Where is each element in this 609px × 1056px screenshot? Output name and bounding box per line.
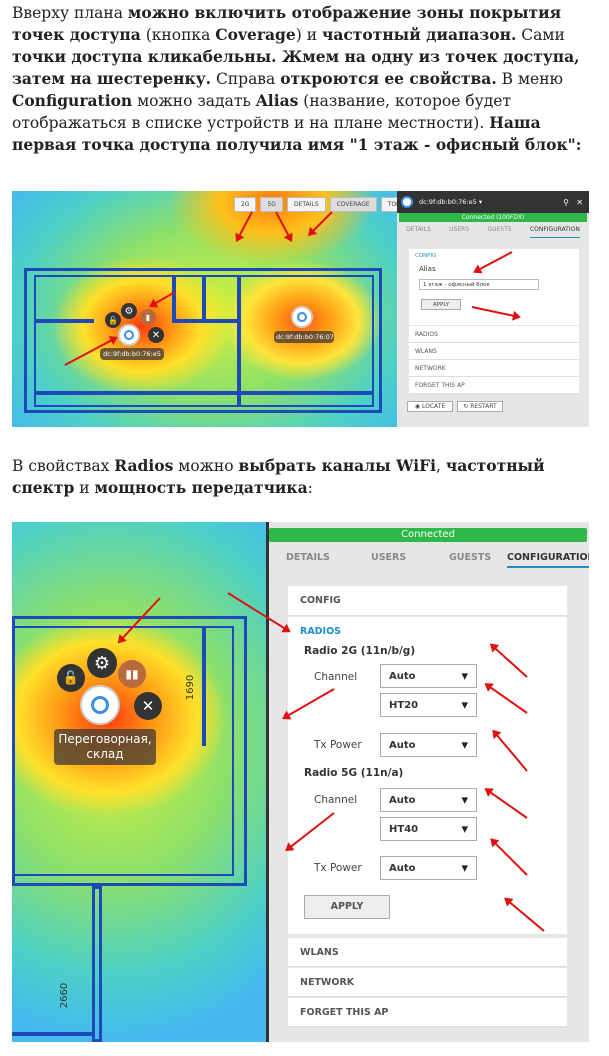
screenshot-radios: 1690 2660 🔓 ⚙ ▮▮ ✕ Переговорная, склад C…: [12, 522, 589, 1042]
ap-label: Переговорная, склад: [54, 729, 156, 765]
device-name[interactable]: dc:9f:db:b0:76:e5 ▾: [419, 198, 483, 206]
tx-2g-select[interactable]: Auto: [380, 733, 477, 757]
tab-configuration[interactable]: CONFIGURATION: [507, 552, 589, 568]
dimension-label: 2660: [59, 982, 71, 1009]
tab-guests[interactable]: GUESTS: [487, 226, 512, 233]
coverage-heatmap: 1690 2660: [12, 522, 266, 1042]
access-point-icon[interactable]: [118, 324, 140, 346]
signal-icon[interactable]: ▮: [140, 309, 156, 325]
ht-5g-select[interactable]: HT40: [380, 817, 477, 841]
tab-details[interactable]: DETAILS: [406, 226, 431, 233]
radio-5g-title: Radio 5G (11n/a): [304, 767, 404, 779]
pin-icon[interactable]: ⚲: [563, 197, 569, 207]
settings-rows: RADIOS WLANS NETWORK FORGET THIS AP: [409, 326, 579, 394]
locate-label: LOCATE: [422, 403, 446, 410]
close-icon[interactable]: ✕: [134, 692, 162, 720]
wall-segment: [202, 275, 206, 320]
ap-properties-panel: Connected DETAILS USERS GUESTS CONFIGURA…: [266, 522, 589, 1042]
row-config[interactable]: CONFIG: [288, 586, 567, 616]
row-wlans[interactable]: WLANS: [288, 938, 567, 967]
map-toolbar: 2G 5G DETAILS COVERAGE TOPOLO: [234, 197, 420, 212]
tab-guests[interactable]: GUESTS: [449, 552, 492, 563]
wall-segment: [34, 319, 94, 323]
channel-5g-select[interactable]: Auto: [380, 788, 477, 812]
wall-segment: [172, 319, 237, 323]
coverage-button[interactable]: COVERAGE: [329, 197, 377, 212]
wall-segment: [92, 886, 102, 1042]
close-icon[interactable]: ✕: [576, 197, 583, 207]
radio-2g-title: Radio 2G (11n/b/g): [304, 645, 416, 657]
tx-2g-value: Auto: [389, 739, 416, 751]
floor-wall: [24, 268, 382, 413]
restart-button[interactable]: ↻ RESTART: [457, 401, 503, 412]
tab-configuration[interactable]: CONFIGURATION: [529, 226, 580, 238]
alias-field[interactable]: 1 этаж - офисный блок: [419, 279, 539, 290]
ht-5g-value: HT40: [389, 823, 419, 835]
tab-details[interactable]: DETAILS: [286, 552, 330, 563]
wall-segment: [202, 626, 206, 746]
locate-icon: ◉: [414, 403, 422, 410]
panel-header: dc:9f:db:b0:76:e5 ▾ ⚲ ✕: [397, 191, 589, 213]
row-wlans[interactable]: WLANS: [409, 343, 579, 360]
access-point-icon[interactable]: [80, 685, 120, 725]
close-icon[interactable]: ✕: [148, 327, 164, 343]
ht-2g-select[interactable]: HT20: [380, 693, 477, 717]
band-2g-button[interactable]: 2G: [234, 197, 257, 212]
row-network[interactable]: NETWORK: [409, 360, 579, 377]
row-forget[interactable]: FORGET THIS AP: [288, 998, 567, 1027]
ap-properties-panel: dc:9f:db:b0:76:e5 ▾ ⚲ ✕ Connected (100FD…: [397, 191, 589, 427]
coverage-heatmap: [12, 191, 397, 427]
wall-segment: [12, 1032, 92, 1036]
tabs: DETAILS USERS GUESTS CONFIGURATION: [286, 552, 589, 570]
ap-label: dc:9f:db:b0:76:e5: [100, 348, 164, 360]
row-network[interactable]: NETWORK: [288, 968, 567, 997]
ht-2g-value: HT20: [389, 699, 419, 711]
channel-2g-select[interactable]: Auto: [380, 664, 477, 688]
radios-title: RADIOS: [300, 626, 342, 637]
dimension-label: 1690: [185, 674, 197, 701]
wall-segment: [237, 275, 241, 405]
details-button[interactable]: DETAILS: [286, 197, 326, 212]
lock-icon[interactable]: 🔓: [57, 664, 85, 692]
row-forget[interactable]: FORGET THIS AP: [409, 377, 579, 394]
wall-segment: [34, 391, 374, 395]
config-title: CONFIG: [415, 253, 437, 259]
status-bar: Connected: [269, 528, 587, 542]
apply-button[interactable]: APPLY: [304, 895, 390, 919]
row-radios[interactable]: RADIOS: [409, 326, 579, 343]
channel-5g-value: Auto: [389, 794, 416, 806]
screenshot-coverage: 2G 5G DETAILS COVERAGE TOPOLO 🔓 ⚙ ▮ ✕ dc…: [12, 191, 589, 427]
channel-label: Channel: [314, 671, 358, 683]
tab-users[interactable]: USERS: [371, 552, 407, 563]
gear-icon[interactable]: ⚙: [121, 303, 137, 319]
ap-label: dc:9f:db:b0:76:07: [274, 331, 334, 343]
channel-label: Channel: [314, 794, 358, 806]
access-point-icon: [401, 196, 413, 208]
tab-users[interactable]: USERS: [449, 226, 470, 233]
signal-icon[interactable]: ▮▮: [118, 660, 146, 688]
band-5g-button[interactable]: 5G: [260, 197, 283, 212]
radios-paragraph: В свойствах Radios можно выбрать каналы …: [12, 456, 545, 497]
intro-paragraph: Вверху плана можно включить отображение …: [12, 3, 582, 154]
restart-label: RESTART: [470, 403, 497, 410]
access-point-icon[interactable]: [291, 306, 313, 328]
txpower-label: Tx Power: [314, 862, 362, 874]
alias-label: Alias: [419, 265, 436, 273]
tx-5g-select[interactable]: Auto: [380, 856, 477, 880]
tx-5g-value: Auto: [389, 862, 416, 874]
status-bar: Connected (100FDX): [399, 213, 587, 222]
txpower-label: Tx Power: [314, 739, 362, 751]
wall-segment: [172, 275, 176, 320]
channel-2g-value: Auto: [389, 670, 416, 682]
apply-button[interactable]: APPLY: [421, 299, 461, 310]
lock-icon[interactable]: 🔓: [105, 312, 121, 328]
restart-icon: ↻: [463, 403, 471, 410]
locate-button[interactable]: ◉ LOCATE: [407, 401, 453, 412]
tabs: DETAILS USERS GUESTS CONFIGURATION: [397, 226, 589, 238]
floor-wall-inner: [12, 626, 234, 876]
gear-icon[interactable]: ⚙: [87, 648, 117, 678]
radios-section: RADIOS Radio 2G (11n/b/g) Channel Auto H…: [288, 617, 567, 934]
